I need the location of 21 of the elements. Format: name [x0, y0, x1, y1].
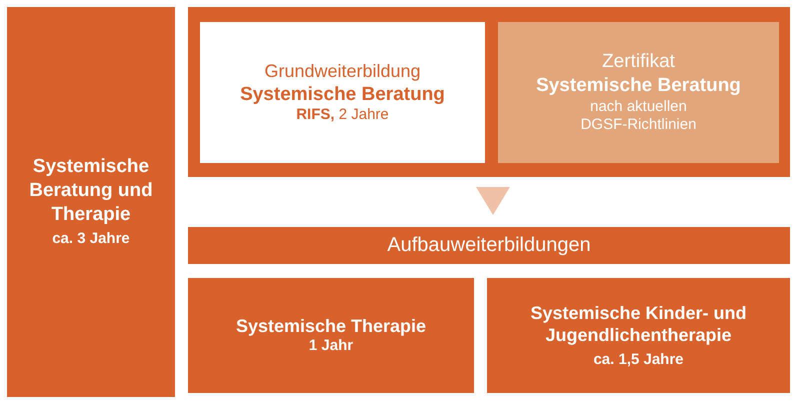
box-text: RIFS, 2 Jahre — [296, 106, 389, 125]
box-text: Systemische Kinder- und Jugendlichentherapie — [529, 302, 748, 347]
box-text: Zertifikat — [602, 50, 675, 74]
box-text: ca. 3 Jahre — [52, 230, 130, 249]
process-box — [487, 278, 790, 393]
process-box — [7, 7, 175, 397]
box-text: Systemische Beratung — [240, 82, 445, 106]
box-text: ca. 1,5 Jahre — [593, 350, 684, 370]
box-text: nach aktuellen DGSF-Richtlinien — [580, 98, 698, 135]
box-text: 1 Jahr — [308, 337, 354, 356]
group-frame — [188, 7, 790, 177]
process-box — [498, 22, 779, 163]
box-text: Aufbauweiterbildungen — [387, 233, 591, 258]
box-text: Systemische Therapie — [236, 314, 426, 338]
box-text: Systemische Beratung und Therapie — [28, 155, 154, 226]
down-arrow — [476, 187, 510, 215]
process-box — [200, 22, 485, 163]
box-text: Systemische Beratung — [536, 74, 741, 98]
process-bar — [188, 227, 790, 264]
process-box — [188, 278, 474, 393]
box-text: Grundweiterbildung — [264, 60, 421, 82]
